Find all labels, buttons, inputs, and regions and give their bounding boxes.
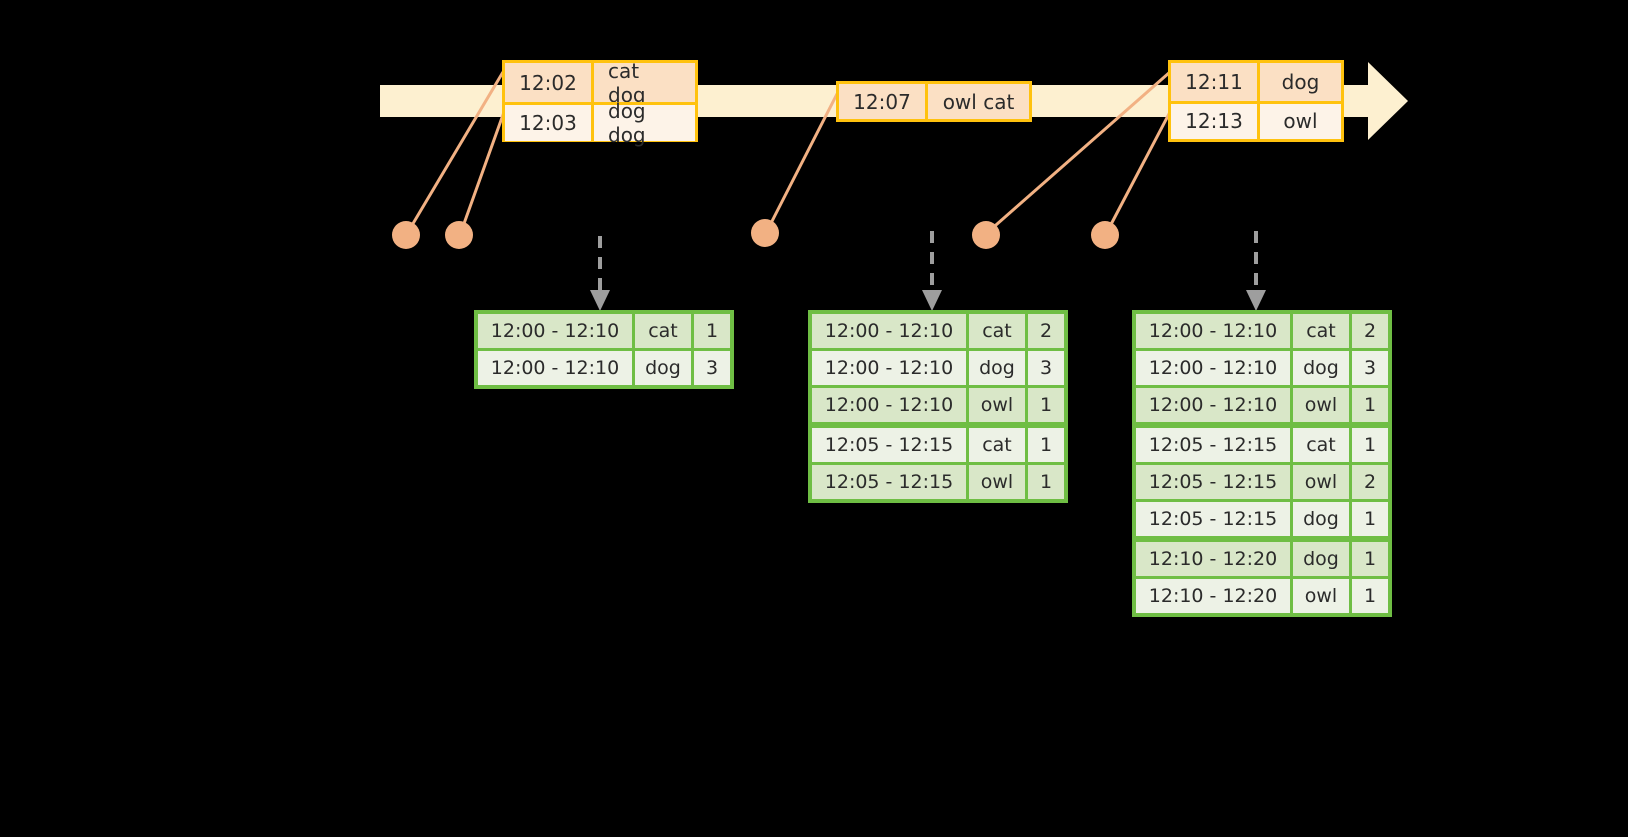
table-row: 12:05 - 12:15 cat 1	[1136, 428, 1388, 462]
table-row: 12:05 - 12:15 owl 2	[1136, 465, 1388, 499]
cell-window: 12:10 - 12:20	[1136, 542, 1290, 576]
event-row: 12:07 owl cat	[839, 84, 1029, 119]
cell-word: cat	[1293, 428, 1349, 462]
cell-count: 3	[1028, 351, 1064, 385]
cell-window: 12:05 - 12:15	[812, 465, 966, 499]
event-time: 12:11	[1171, 63, 1257, 101]
table-row: 12:00 - 12:10 dog 3	[478, 351, 730, 385]
result-table-2: 12:00 - 12:10 cat 2 12:00 - 12:10 dog 3 …	[808, 310, 1068, 503]
cell-window: 12:05 - 12:15	[1136, 428, 1290, 462]
dashed-arrow-3	[1246, 231, 1266, 311]
cell-count: 1	[1028, 428, 1064, 462]
event-words: dog	[1257, 63, 1341, 101]
table-row: 12:05 - 12:15 dog 1	[1136, 502, 1388, 536]
cell-count: 1	[1028, 465, 1064, 499]
event-words: owl cat	[925, 84, 1029, 119]
table-row: 12:05 - 12:15 cat 1	[812, 428, 1064, 462]
cell-word: owl	[1293, 388, 1349, 422]
connector-line-5	[1105, 111, 1172, 233]
connector-line-3	[765, 91, 840, 232]
event-time: 12:03	[505, 105, 591, 141]
cell-window: 12:00 - 12:10	[812, 351, 966, 385]
cell-window: 12:00 - 12:10	[1136, 351, 1290, 385]
event-dot-4	[972, 221, 1000, 249]
connector-line-1	[406, 71, 505, 233]
cell-word: cat	[635, 314, 691, 348]
event-words: dog dog	[591, 99, 695, 147]
event-box-group-3: 12:11 dog 12:13 owl	[1168, 60, 1344, 142]
table-row: 12:10 - 12:20 owl 1	[1136, 579, 1388, 613]
cell-word: dog	[1293, 502, 1349, 536]
table-row: 12:00 - 12:10 cat 2	[1136, 314, 1388, 348]
cell-word: cat	[969, 428, 1025, 462]
event-box-group-2: 12:07 owl cat	[836, 81, 1032, 122]
cell-window: 12:05 - 12:15	[812, 428, 966, 462]
cell-window: 12:00 - 12:10	[1136, 388, 1290, 422]
cell-count: 1	[1028, 388, 1064, 422]
event-box-group-1: 12:02 cat dog 12:03 dog dog	[502, 59, 698, 147]
cell-word: owl	[969, 465, 1025, 499]
cell-count: 1	[694, 314, 730, 348]
dashed-arrow-2	[922, 231, 942, 311]
cell-window: 12:05 - 12:15	[1136, 502, 1290, 536]
cell-count: 2	[1352, 465, 1388, 499]
cell-count: 1	[1352, 502, 1388, 536]
cell-window: 12:00 - 12:10	[1136, 314, 1290, 348]
event-dot-5	[1091, 221, 1119, 249]
event-time: 12:13	[1171, 103, 1257, 139]
cell-word: dog	[1293, 351, 1349, 385]
cell-word: dog	[635, 351, 691, 385]
connector-line-2	[459, 111, 506, 233]
event-time: 12:02	[505, 63, 591, 102]
cell-count: 1	[1352, 428, 1388, 462]
cell-count: 3	[694, 351, 730, 385]
cell-count: 1	[1352, 542, 1388, 576]
result-table-1: 12:00 - 12:10 cat 1 12:00 - 12:10 dog 3	[474, 310, 734, 389]
cell-count: 1	[1352, 579, 1388, 613]
cell-window: 12:00 - 12:10	[478, 351, 632, 385]
event-row: 12:02 cat dog	[505, 59, 695, 107]
cell-word: owl	[1293, 465, 1349, 499]
table-row: 12:00 - 12:10 cat 1	[478, 314, 730, 348]
event-row: 12:13 owl	[1171, 100, 1341, 139]
event-row: 12:11 dog	[1171, 63, 1341, 101]
cell-count: 2	[1352, 314, 1388, 348]
cell-count: 3	[1352, 351, 1388, 385]
cell-word: cat	[1293, 314, 1349, 348]
timeline-arrowhead	[1368, 62, 1408, 140]
event-row: 12:03 dog dog	[505, 99, 695, 147]
cell-count: 2	[1028, 314, 1064, 348]
table-row: 12:05 - 12:15 owl 1	[812, 465, 1064, 499]
cell-window: 12:00 - 12:10	[812, 388, 966, 422]
event-dot-2	[445, 221, 473, 249]
table-row: 12:00 - 12:10 owl 1	[1136, 388, 1388, 422]
event-dot-1	[392, 221, 420, 249]
cell-window: 12:00 - 12:10	[478, 314, 632, 348]
event-dot-3	[751, 219, 779, 247]
cell-word: owl	[969, 388, 1025, 422]
event-time: 12:07	[839, 84, 925, 119]
result-table-3: 12:00 - 12:10 cat 2 12:00 - 12:10 dog 3 …	[1132, 310, 1392, 617]
table-row: 12:00 - 12:10 dog 3	[1136, 351, 1388, 385]
table-row: 12:10 - 12:20 dog 1	[1136, 542, 1388, 576]
cell-word: cat	[969, 314, 1025, 348]
event-words: owl	[1257, 103, 1341, 139]
cell-window: 12:10 - 12:20	[1136, 579, 1290, 613]
dashed-arrow-1	[590, 236, 610, 311]
event-words: cat dog	[591, 59, 695, 107]
cell-word: dog	[969, 351, 1025, 385]
cell-word: dog	[1293, 542, 1349, 576]
cell-word: owl	[1293, 579, 1349, 613]
cell-window: 12:00 - 12:10	[812, 314, 966, 348]
cell-window: 12:05 - 12:15	[1136, 465, 1290, 499]
table-row: 12:00 - 12:10 owl 1	[812, 388, 1064, 422]
cell-count: 1	[1352, 388, 1388, 422]
table-row: 12:00 - 12:10 cat 2	[812, 314, 1064, 348]
table-row: 12:00 - 12:10 dog 3	[812, 351, 1064, 385]
